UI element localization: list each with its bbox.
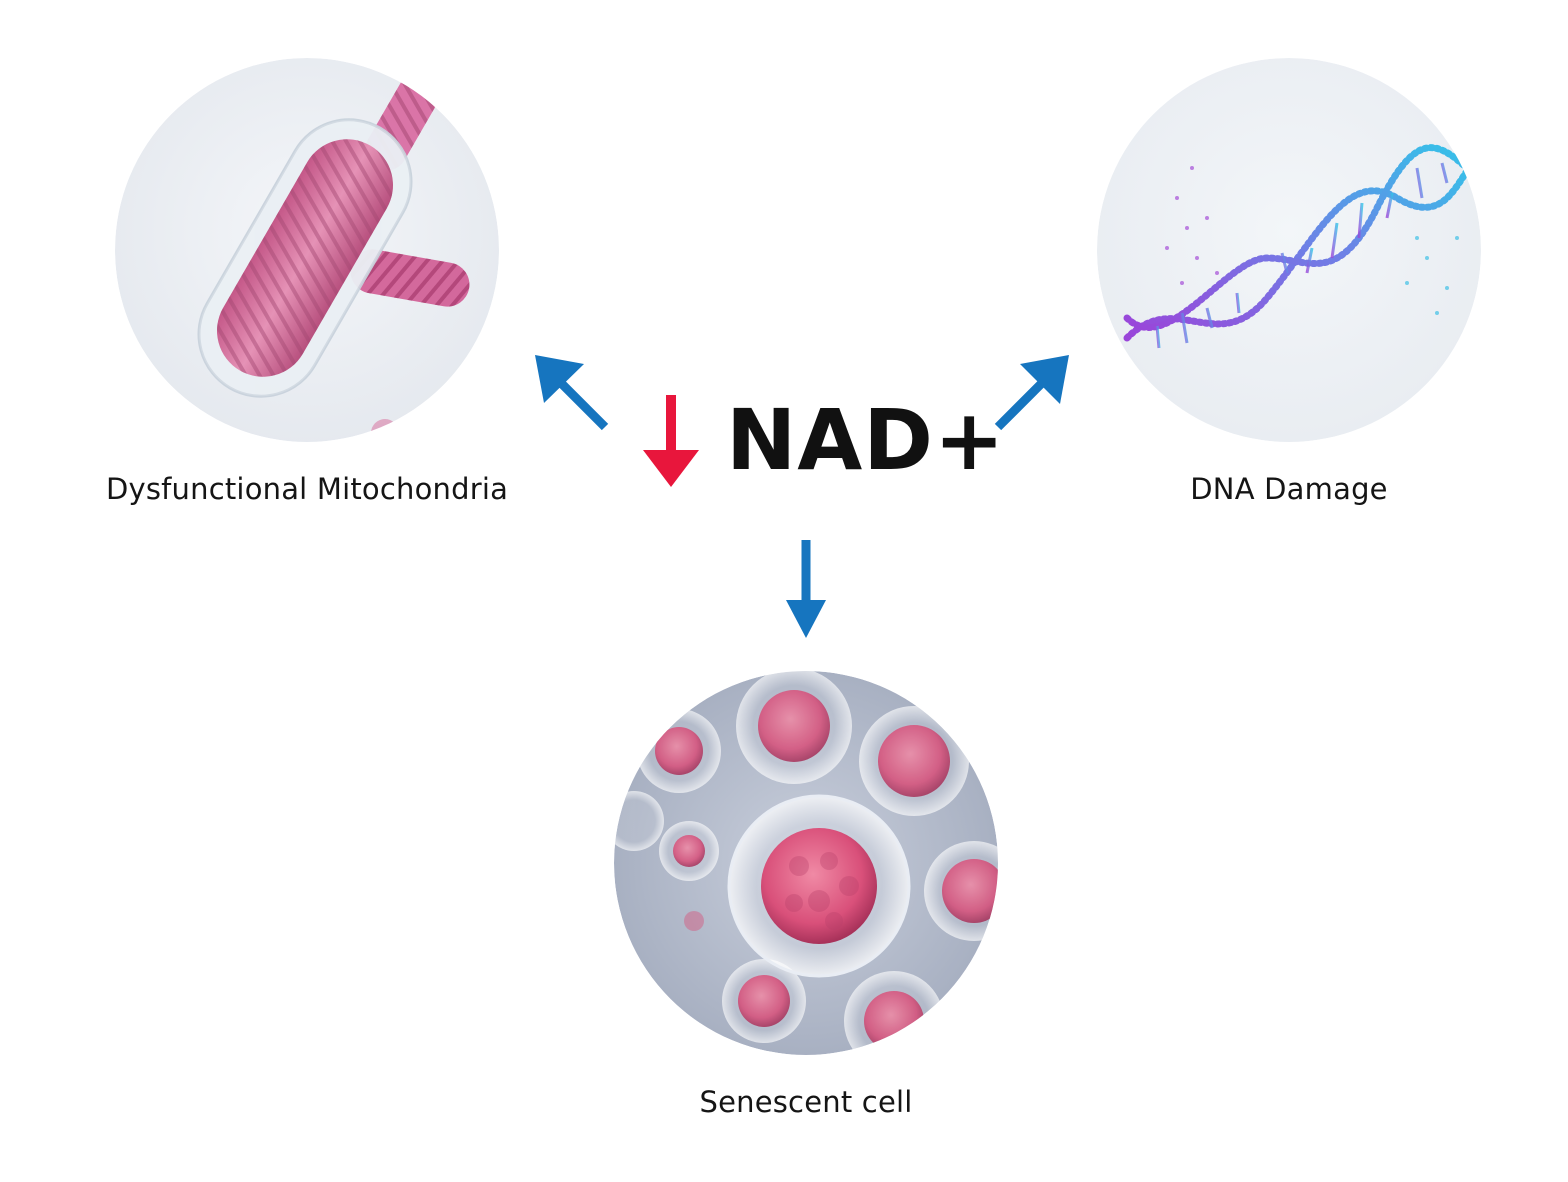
dna-helix-illustration (1097, 58, 1481, 442)
senescent-cell-illustration (614, 671, 998, 1055)
node-label: Dysfunctional Mitochondria (105, 472, 509, 506)
arrow-to-mitochondria-icon (535, 355, 609, 431)
dna-node (1097, 58, 1481, 442)
arrow-to-dna-icon (994, 355, 1069, 431)
mitochondria-illustration (115, 58, 499, 442)
node-label: Senescent cell (699, 1085, 913, 1119)
node-label: DNA Damage (1190, 472, 1388, 506)
nad-title: NAD+ (726, 391, 1006, 489)
senescent-cell-node (614, 671, 998, 1055)
decrease-arrow-icon (643, 395, 699, 487)
mitochondria-node (115, 58, 499, 442)
arrow-to-cell-icon (786, 540, 826, 638)
